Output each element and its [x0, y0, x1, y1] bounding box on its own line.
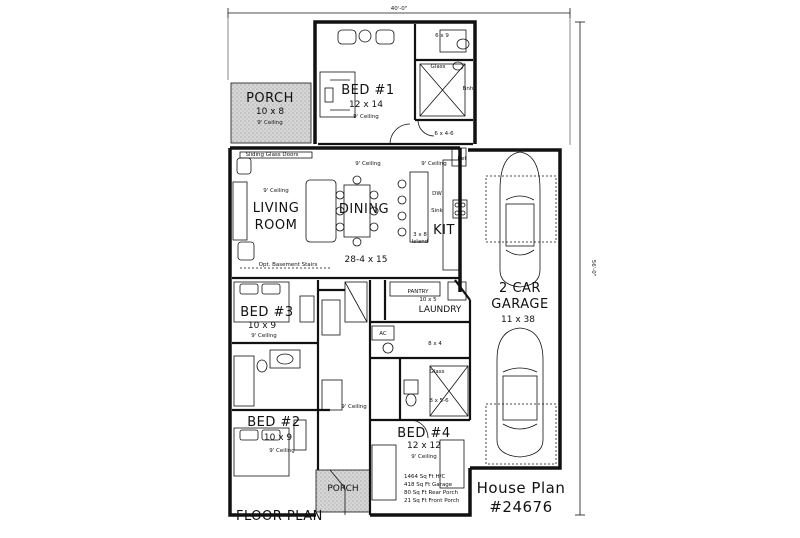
- room-labels: PORCH 10 x 8 9' Ceiling BED #1 12 x 14 9…: [240, 33, 548, 494]
- kitchen-label: KIT: [433, 223, 455, 238]
- bed2-ceiling: 9' Ceiling: [269, 448, 295, 454]
- rear-porch-ceiling: 9' Ceiling: [257, 120, 283, 126]
- great-room-size: 28-4 x 15: [345, 255, 388, 265]
- bed1-size: 12 x 14: [349, 100, 383, 110]
- rear-porch-fill: [230, 82, 312, 144]
- garage-size: 11 x 38: [501, 315, 535, 325]
- area-stats: 1464 Sq Ft H/C 418 Sq Ft Garage 80 Sq Ft…: [404, 474, 460, 504]
- garage-label-2: GARAGE: [491, 297, 548, 312]
- dining-label: DINING: [339, 202, 389, 217]
- island-size: 3 x 8: [413, 232, 427, 238]
- bed1-ceiling: 9' Ceiling: [353, 114, 379, 120]
- plan-number: #24676: [489, 498, 552, 516]
- front-porch-fill: [315, 469, 371, 513]
- basement-stairs-note: Opt. Basement Stairs: [259, 262, 318, 268]
- closet-8x4-size: 8 x 4: [428, 341, 442, 347]
- interior-walls: [232, 24, 473, 515]
- front-porch-label: PORCH: [327, 484, 358, 494]
- island-label: Island: [412, 239, 428, 245]
- depth-dimension: 56'-0": [590, 260, 596, 277]
- living-ceiling: 9' Ceiling: [263, 188, 289, 194]
- bath1-bench: Bnh: [463, 86, 474, 92]
- exterior-walls: [228, 20, 562, 517]
- living-label-1: LIVING: [253, 201, 300, 216]
- dimension-lines: [227, 8, 585, 516]
- house-plan-title: House Plan: [477, 479, 566, 497]
- stat-rear-porch: 80 Sq Ft Rear Porch: [404, 490, 459, 496]
- rear-porch-size: 10 x 8: [256, 107, 285, 117]
- living-label-2: ROOM: [255, 218, 298, 233]
- fixture-lines: [232, 29, 557, 515]
- ref-label: Ref: [458, 156, 468, 162]
- bed1-label: BED #1: [341, 83, 394, 98]
- sink-label: Sink: [431, 208, 444, 214]
- bed2-size: 10 x 9: [264, 433, 293, 443]
- floor-plan-title: FLOOR PLAN: [236, 509, 323, 524]
- ac-label: AC: [379, 331, 387, 337]
- bed3-ceiling: 9' Ceiling: [251, 333, 277, 339]
- pantry-size: 10 x 5: [419, 297, 437, 303]
- stat-front-porch: 21 Sq Ft Front Porch: [404, 498, 460, 504]
- stat-garage: 418 Sq Ft Garage: [404, 482, 453, 488]
- dw-label: DW: [432, 191, 442, 197]
- kitchen-ceiling: 9' Ceiling: [421, 161, 447, 167]
- bed4-label: BED #4: [397, 426, 450, 441]
- width-dimension: 40'-0": [391, 6, 408, 12]
- bath1-size: 6 x 9: [435, 33, 449, 39]
- bed3-label: BED #3: [240, 305, 293, 320]
- pantry-label: PANTRY: [407, 289, 429, 295]
- bed4-ceiling: 9' Ceiling: [411, 454, 437, 460]
- hall-ceiling: 9' Ceiling: [341, 404, 367, 410]
- stat-hc: 1464 Sq Ft H/C: [404, 474, 446, 480]
- bed4-size: 12 x 12: [407, 441, 441, 451]
- bed2-label: BED #2: [247, 415, 300, 430]
- closet1-size: 6 x 4-6: [434, 131, 454, 137]
- dining-ceiling: 9' Ceiling: [355, 161, 381, 167]
- bed3-size: 10 x 9: [248, 321, 277, 331]
- bath4-size: 8 x 5-6: [429, 398, 449, 404]
- bath1-glass: Glass: [431, 64, 446, 70]
- bath4-glass: Glass: [430, 369, 445, 375]
- garage-label-1: 2 CAR: [499, 281, 541, 296]
- laundry-label: LAUNDRY: [419, 305, 462, 315]
- sliding-doors-label: Sliding Glass Doors: [245, 152, 298, 158]
- rear-porch-label: PORCH: [246, 91, 294, 106]
